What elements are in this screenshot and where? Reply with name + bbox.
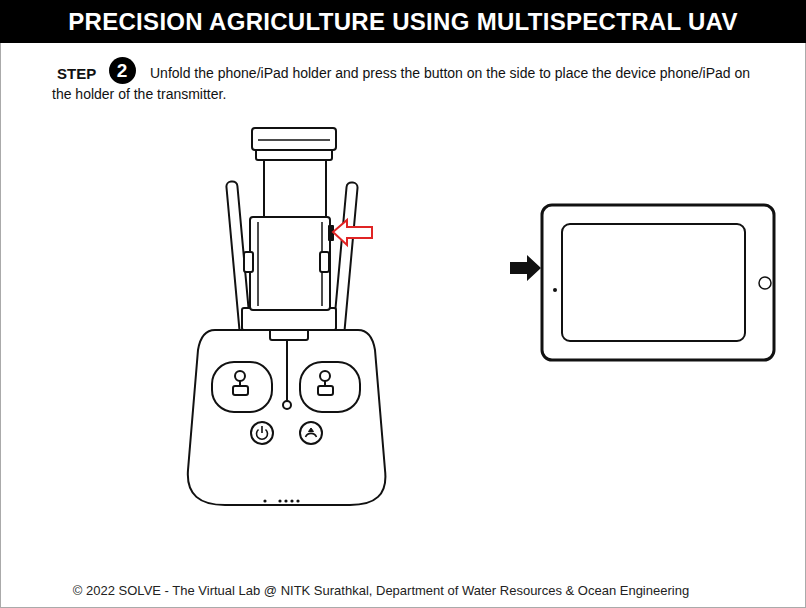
page-title: PRECISION AGRICULTURE USING MULTISPECTRA… [68,8,738,36]
left-stick-base [233,386,248,395]
caption-box: © 2022 SOLVE - The Virtual Lab @ NITK Su… [0,581,762,599]
holder-extension [264,158,326,220]
holder-side-clip [320,252,329,272]
holder-top-clamp-edge [258,139,330,141]
holder-top-clamp [252,128,336,150]
holder-groove [257,222,259,306]
instruction-text-box: Unfold the phone/iPad holder and press t… [52,63,757,105]
copyright-caption: © 2022 SOLVE - The Virtual Lab @ NITK Su… [73,583,689,598]
step-number-circle: 2 [109,57,136,84]
tablet-camera [553,288,557,292]
title-bar: PRECISION AGRICULTURE USING MULTISPECTRA… [0,0,806,43]
status-led [290,499,293,502]
side-pointer-arrow [510,255,541,281]
holder-rod-knob [283,401,291,409]
holder-release-button [329,226,333,240]
right-stick-housing [300,362,360,412]
power-icon-bar [261,426,263,433]
instruction-text: Unfold the phone/iPad holder and press t… [52,63,757,105]
status-led [263,499,266,502]
status-led [278,499,281,502]
status-led [296,499,299,502]
tablet-home-button [759,277,771,289]
tablet-screen [562,224,745,341]
left-stick-housing [212,362,272,412]
power-button [251,422,273,444]
step-word: STEP [57,63,96,84]
remote-controller [188,128,386,505]
holder-side-clip [244,252,253,272]
right-stick-cap [320,371,330,381]
holder-bottom-clamp [242,308,336,330]
step-number: 2 [117,61,128,80]
tablet [542,205,774,360]
tablet-body [542,205,774,360]
return-home-button [300,422,322,444]
return-home-icon [306,433,317,437]
status-led [284,499,287,502]
left-stick-cap [235,371,245,381]
status-leds [263,499,299,502]
button-pointer-arrow [333,220,372,245]
holder-body [250,217,330,310]
right-stick-base [318,386,333,395]
step-word-box: STEP [57,63,96,84]
controller-body [188,330,386,505]
return-home-icon-arrow [309,428,314,432]
